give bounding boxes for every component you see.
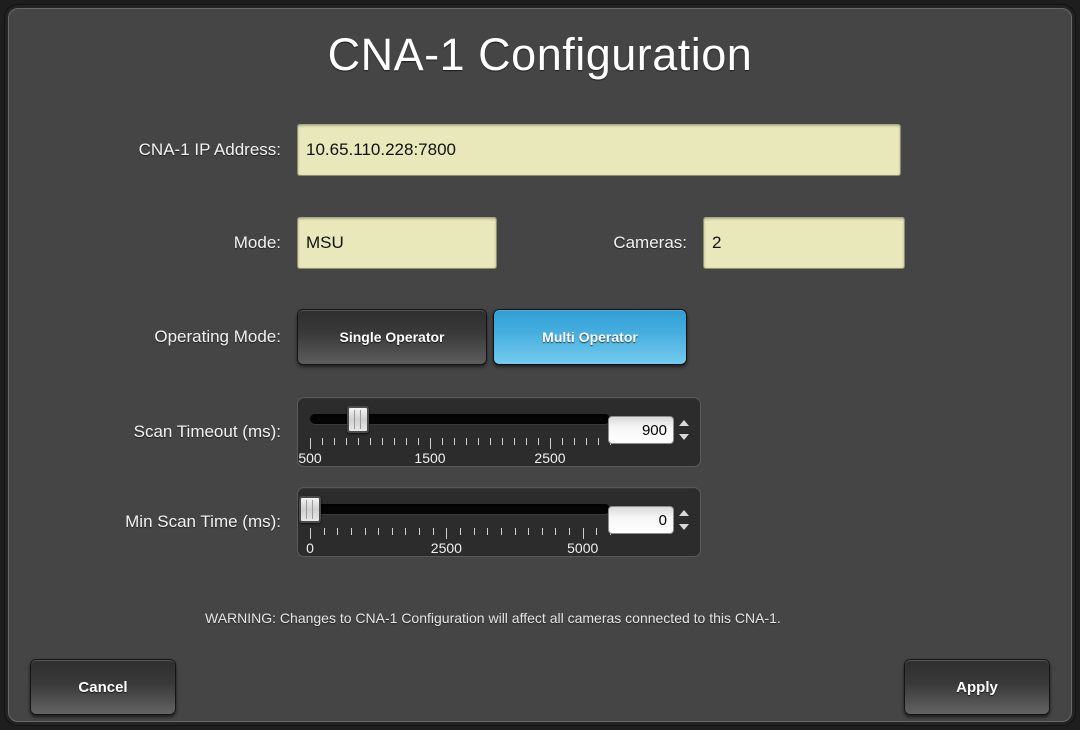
tick-label: 2500	[430, 540, 462, 556]
tick-label: 500	[298, 450, 322, 466]
scan-timeout-spinner[interactable]: 900	[608, 416, 692, 444]
min-scan-time-ticks	[310, 528, 611, 540]
tick-minor	[370, 438, 371, 445]
spin-up-arrow-icon[interactable]	[679, 510, 689, 516]
scan-timeout-label: Scan Timeout (ms):	[133, 422, 281, 441]
tick-minor	[478, 438, 479, 445]
min-scan-time-value-input[interactable]: 0	[608, 506, 674, 534]
tick-label: 2500	[534, 450, 566, 466]
tick-minor	[514, 438, 515, 445]
tick-minor	[378, 528, 380, 535]
mode-label: Mode:	[233, 233, 281, 252]
tick-minor	[490, 438, 491, 445]
scan-timeout-panel: 500 1500 2500 900	[297, 397, 701, 467]
tick-label: 0	[306, 540, 314, 556]
scan-timeout-spin-arrows[interactable]	[676, 416, 692, 444]
tick-minor	[569, 528, 571, 535]
tick-minor	[391, 528, 393, 535]
cameras-input[interactable]: 2	[703, 217, 905, 269]
tick-minor	[555, 528, 557, 535]
min-scan-time-track-area[interactable]	[299, 488, 610, 534]
tick-minor	[405, 528, 407, 535]
min-scan-time-label: Min Scan Time (ms):	[125, 512, 281, 531]
apply-button[interactable]: Apply	[904, 659, 1050, 715]
min-scan-time-spinner[interactable]: 0	[608, 506, 692, 534]
tick-label: 5000	[567, 540, 599, 556]
operating-mode-label: Operating Mode:	[154, 327, 281, 346]
min-scan-time-row: Min Scan Time (ms): 0 2500 5000 0	[9, 487, 1071, 557]
scan-timeout-tick-labels: 500 1500 2500	[298, 450, 624, 466]
tick-minor	[598, 438, 599, 445]
tick-minor	[334, 438, 335, 445]
tick-minor	[442, 438, 443, 445]
tick-minor	[358, 438, 359, 445]
spin-down-arrow-icon[interactable]	[679, 524, 689, 530]
tick-label: 1500	[414, 450, 446, 466]
warning-text: WARNING: Changes to CNA-1 Configuration …	[205, 610, 781, 626]
tick-minor	[350, 528, 352, 535]
tick-minor	[364, 528, 366, 535]
tick-minor	[502, 438, 503, 445]
tick-minor	[487, 528, 489, 535]
scan-timeout-track-area[interactable]	[310, 398, 610, 444]
tick-minor	[596, 528, 598, 535]
tick-major	[550, 438, 551, 449]
tick-minor	[526, 438, 527, 445]
tick-minor	[473, 528, 475, 535]
min-scan-time-slider-handle[interactable]	[299, 496, 321, 523]
operating-mode-multi-operator-button[interactable]: Multi Operator	[493, 309, 687, 365]
ip-address-row: CNA-1 IP Address: 10.65.110.228:7800	[9, 124, 1071, 176]
tick-minor	[418, 438, 419, 445]
tick-minor	[466, 438, 467, 445]
scan-timeout-slider-handle[interactable]	[347, 406, 369, 433]
tick-minor	[541, 528, 543, 535]
scan-timeout-row: Scan Timeout (ms): 500 1500 2500 900	[9, 397, 1071, 467]
tick-minor	[562, 438, 563, 445]
tick-minor	[432, 528, 434, 535]
operating-mode-single-operator-button[interactable]: Single Operator	[297, 309, 487, 365]
min-scan-time-track[interactable]	[310, 504, 610, 514]
tick-minor	[406, 438, 407, 445]
page-title: CNA-1 Configuration	[327, 29, 753, 80]
tick-minor	[586, 438, 587, 445]
tick-minor	[528, 528, 530, 535]
tick-minor	[514, 528, 516, 535]
min-scan-time-tick-labels: 0 2500 5000	[298, 540, 624, 556]
tick-minor	[419, 528, 421, 535]
mode-cameras-row: Mode: MSU Cameras: 2	[9, 217, 1071, 269]
cameras-label: Cameras:	[613, 233, 687, 252]
tick-minor	[337, 528, 339, 535]
ip-address-label: CNA-1 IP Address:	[138, 140, 281, 159]
tick-minor	[538, 438, 539, 445]
tick-major	[310, 438, 311, 449]
tick-minor	[322, 438, 323, 445]
scan-timeout-value-input[interactable]: 900	[608, 416, 674, 444]
tick-minor	[394, 438, 395, 445]
tick-minor	[460, 528, 461, 535]
dialog-frame: CNA-1 Configuration CNA-1 IP Address: 10…	[8, 8, 1072, 722]
tick-major	[310, 528, 311, 539]
tick-major	[430, 438, 431, 449]
tick-minor	[382, 438, 383, 445]
spin-down-arrow-icon[interactable]	[679, 434, 689, 440]
cancel-button[interactable]: Cancel	[30, 659, 176, 715]
spin-up-arrow-icon[interactable]	[679, 420, 689, 426]
scan-timeout-track[interactable]	[310, 414, 610, 424]
tick-minor	[500, 528, 502, 535]
scan-timeout-ticks	[310, 438, 611, 450]
tick-major	[582, 528, 584, 539]
min-scan-time-panel: 0 2500 5000 0	[297, 487, 701, 557]
tick-minor	[346, 438, 347, 445]
tick-minor	[323, 528, 325, 535]
ip-address-input[interactable]: 10.65.110.228:7800	[297, 124, 901, 176]
min-scan-time-spin-arrows[interactable]	[676, 506, 692, 534]
tick-minor	[574, 438, 575, 445]
tick-minor	[454, 438, 455, 445]
tick-major	[446, 528, 448, 539]
operating-mode-row: Operating Mode: Single Operator Multi Op…	[9, 309, 1071, 365]
mode-input[interactable]: MSU	[297, 217, 497, 269]
